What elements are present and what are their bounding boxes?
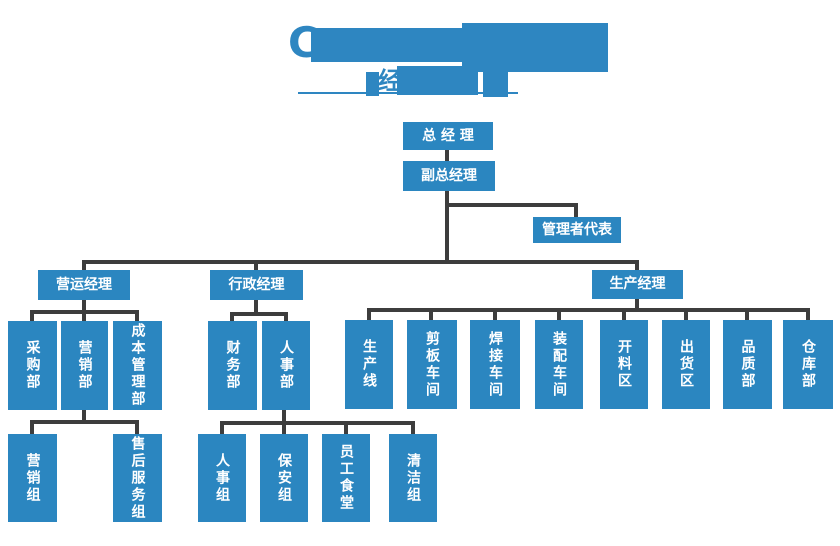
- org-node-cost-management-dept: 成本管理部: [113, 321, 162, 410]
- subtitle-redaction-block: [366, 72, 379, 96]
- connector-line: [282, 410, 286, 421]
- org-node-admin-manager: 行政经理: [210, 270, 303, 300]
- connector-line: [220, 421, 224, 434]
- connector-line: [367, 308, 810, 312]
- org-node-marketing-dept: 营销部: [61, 321, 108, 410]
- connector-line: [284, 312, 288, 321]
- org-node-operations-manager: 营运经理: [38, 270, 130, 300]
- connector-line: [135, 310, 139, 321]
- org-node-shearing-workshop: 剪板车间: [407, 320, 457, 409]
- connector-line: [230, 312, 288, 316]
- org-node-hr-dept: 人事部: [262, 321, 310, 410]
- connector-line: [282, 421, 286, 434]
- connector-line: [622, 308, 626, 320]
- org-node-production-manager: 生产经理: [592, 270, 683, 299]
- org-node-deputy-general-manager: 副总经理: [403, 161, 495, 191]
- connector-line: [254, 260, 258, 270]
- connector-line: [635, 260, 639, 270]
- subtitle-underline: [298, 92, 518, 94]
- title-redaction-block: [311, 28, 462, 62]
- org-node-shipping-area: 出货区: [662, 320, 710, 409]
- connector-line: [30, 310, 34, 321]
- connector-line: [411, 421, 415, 434]
- org-node-welding-workshop: 焊接车间: [470, 320, 520, 409]
- connector-line: [30, 310, 139, 314]
- org-node-purchasing-dept: 采购部: [8, 321, 57, 410]
- org-node-hr-group: 人事组: [198, 434, 246, 522]
- org-node-staff-canteen: 员工食堂: [322, 434, 370, 522]
- org-node-cleaning-group: 清洁组: [389, 434, 437, 522]
- connector-line: [445, 149, 449, 162]
- connector-line: [30, 420, 139, 424]
- connector-line: [635, 299, 639, 308]
- connector-line: [367, 308, 371, 320]
- connector-line: [30, 420, 34, 434]
- org-node-security-group: 保安组: [260, 434, 308, 522]
- connector-line: [82, 260, 639, 264]
- connector-line: [806, 308, 810, 320]
- connector-line: [82, 260, 86, 270]
- org-node-quality-dept: 品质部: [723, 320, 772, 409]
- connector-line: [254, 300, 258, 312]
- connector-line: [344, 421, 348, 434]
- connector-line: [82, 410, 86, 420]
- org-node-general-manager: 总 经 理: [403, 122, 493, 150]
- org-node-production-line: 生产线: [345, 320, 393, 409]
- org-node-warehouse-dept: 仓库部: [783, 320, 833, 409]
- connector-line: [429, 308, 433, 320]
- subtitle-redaction-block: [397, 66, 478, 95]
- connector-line: [493, 308, 497, 320]
- title-redaction-block: [462, 23, 608, 72]
- connector-line: [230, 312, 234, 321]
- org-node-marketing-group: 营销组: [8, 434, 57, 522]
- org-node-management-representative: 管理者代表: [533, 217, 621, 243]
- connector-line: [447, 203, 578, 207]
- org-node-cutting-area: 开料区: [600, 320, 648, 409]
- org-node-finance-dept: 财务部: [208, 321, 257, 410]
- connector-line: [135, 420, 139, 434]
- connector-line: [684, 308, 688, 320]
- connector-line: [574, 203, 578, 217]
- connector-line: [745, 308, 749, 320]
- org-node-assembly-workshop: 装配车间: [535, 320, 583, 409]
- org-node-aftersales-service-group: 售后服务组: [113, 434, 162, 522]
- connector-line: [220, 421, 415, 425]
- connector-line: [445, 191, 449, 264]
- connector-line: [557, 308, 561, 320]
